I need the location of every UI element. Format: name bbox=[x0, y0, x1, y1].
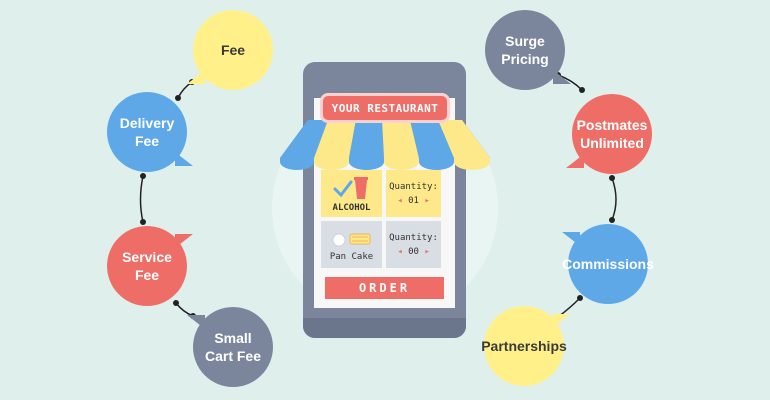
item-alcohol-tile[interactable]: ALCOHOL bbox=[321, 170, 382, 217]
item-pancake-name: Pan Cake bbox=[329, 251, 374, 262]
item-pancake-quantity[interactable]: Quantity: ◂ 00 ▸ bbox=[386, 221, 441, 268]
node-fee: Fee bbox=[187, 10, 273, 90]
decrement-icon: ◂ bbox=[397, 195, 403, 206]
connector-fee-delivery bbox=[177, 81, 193, 99]
drink-check-icon bbox=[333, 176, 368, 199]
node-small-cart-fee: Small Cart Fee bbox=[187, 307, 273, 387]
shop-awning bbox=[280, 120, 490, 170]
phone-base bbox=[303, 318, 466, 338]
node-commissions: Commissions bbox=[562, 224, 654, 304]
order-button[interactable]: ORDER bbox=[325, 277, 444, 299]
connector-delivery-service bbox=[139, 175, 144, 223]
increment-icon: ▸ bbox=[424, 195, 430, 206]
connector-postmates-commissions bbox=[611, 177, 617, 221]
restaurant-sign: YOUR RESTAURANT bbox=[320, 93, 450, 123]
pancake-icon bbox=[332, 233, 370, 246]
node-surge-pricing: Surge Pricing bbox=[485, 10, 571, 90]
node-postmates-unlimited: Postmates Unlimited bbox=[566, 94, 652, 174]
node-partnerships: Partnerships bbox=[481, 306, 570, 386]
item-pancake-tile[interactable]: Pan Cake bbox=[321, 221, 382, 268]
item-alcohol-quantity[interactable]: Quantity: ◂ 01 ▸ bbox=[386, 170, 441, 217]
node-service-fee: Service Fee bbox=[107, 226, 193, 306]
item-alcohol-name: ALCOHOL bbox=[332, 202, 371, 213]
quantity-value-pancake: 00 bbox=[408, 246, 419, 257]
quantity-value-alcohol: 01 bbox=[408, 195, 419, 206]
node-delivery-fee: Delivery Fee bbox=[107, 92, 193, 172]
increment-icon: ▸ bbox=[424, 246, 430, 257]
decrement-icon: ◂ bbox=[397, 246, 403, 257]
